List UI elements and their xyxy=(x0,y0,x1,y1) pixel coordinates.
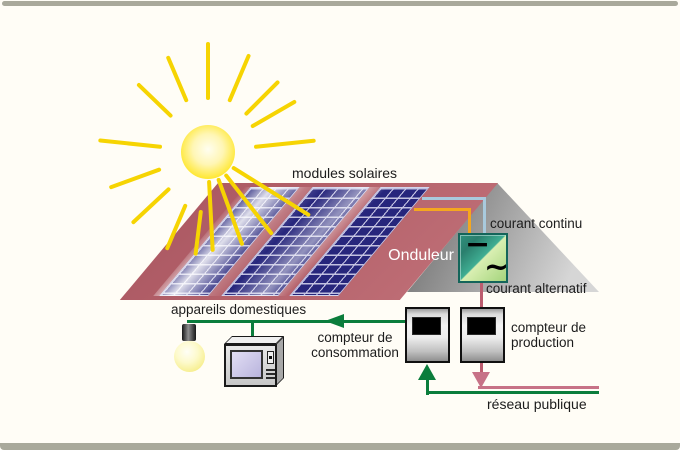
arrow-down-to-grid xyxy=(472,372,490,388)
label-onduleur: Onduleur xyxy=(388,247,454,264)
tv-side-face xyxy=(276,336,284,386)
ac-wire-meter-to-grid-stem xyxy=(480,362,483,376)
sun-ray xyxy=(206,42,210,100)
tv-top-face xyxy=(224,336,284,344)
label-modules-solaires: modules solaires xyxy=(292,165,398,181)
ac-grid-line xyxy=(478,386,599,389)
tv-slider-control xyxy=(267,351,274,364)
tv-button xyxy=(266,377,275,379)
tv-button xyxy=(266,369,275,371)
label-line: compteur de xyxy=(511,320,587,335)
dc-wire-blue-vertical xyxy=(483,197,486,233)
tv-button xyxy=(266,373,275,375)
sun-ray xyxy=(227,53,252,103)
label-reseau-publique: réseau publique xyxy=(487,396,587,412)
production-meter xyxy=(460,307,505,363)
sun-ray xyxy=(253,138,316,149)
consumption-meter xyxy=(405,307,450,363)
ac-wire-inverter-to-meter xyxy=(480,283,483,307)
label-compteur-production: compteur de production xyxy=(511,320,586,350)
label-line: compteur de xyxy=(317,330,393,345)
label-line: consommation xyxy=(311,345,399,360)
arrow-up-to-consumption-meter xyxy=(418,364,436,380)
top-frame-bar xyxy=(2,1,678,6)
sun-ray xyxy=(98,138,163,149)
label-courant-continu: courant continu xyxy=(490,216,583,231)
sun-disc xyxy=(181,125,235,179)
light-bulb-socket xyxy=(182,324,196,341)
ac-tilde-symbol: ~ xyxy=(484,250,510,285)
light-bulb-icon xyxy=(174,341,205,372)
green-grid-line xyxy=(427,391,599,394)
sun-ray xyxy=(130,186,172,225)
tv-icon xyxy=(224,344,277,387)
meter-display xyxy=(467,317,496,335)
green-grid-to-meter-stem xyxy=(426,378,429,395)
dc-wire-blue-horizontal xyxy=(422,197,486,200)
sun-ray xyxy=(165,55,189,103)
label-compteur-consommation: compteur de consommation xyxy=(306,330,404,360)
bottom-frame-bar xyxy=(0,443,680,450)
sun-ray xyxy=(136,82,174,119)
arrow-left-to-appliances xyxy=(325,314,344,328)
dc-wire-orange-vertical xyxy=(468,208,471,233)
dc-wire-orange-horizontal xyxy=(414,208,471,211)
green-tv-drop-line xyxy=(251,321,254,340)
label-line: production xyxy=(511,335,575,350)
dc-minus-symbol: − xyxy=(465,227,491,262)
label-courant-alternatif: courant alternatif xyxy=(486,281,587,296)
label-appareils-domestiques: appareils domestiques xyxy=(171,302,307,317)
tv-screen xyxy=(230,350,263,379)
sun-ray xyxy=(108,167,162,190)
inverter-box: − ~ xyxy=(458,228,510,285)
green-appliance-line xyxy=(187,320,405,323)
meter-display xyxy=(412,317,441,335)
